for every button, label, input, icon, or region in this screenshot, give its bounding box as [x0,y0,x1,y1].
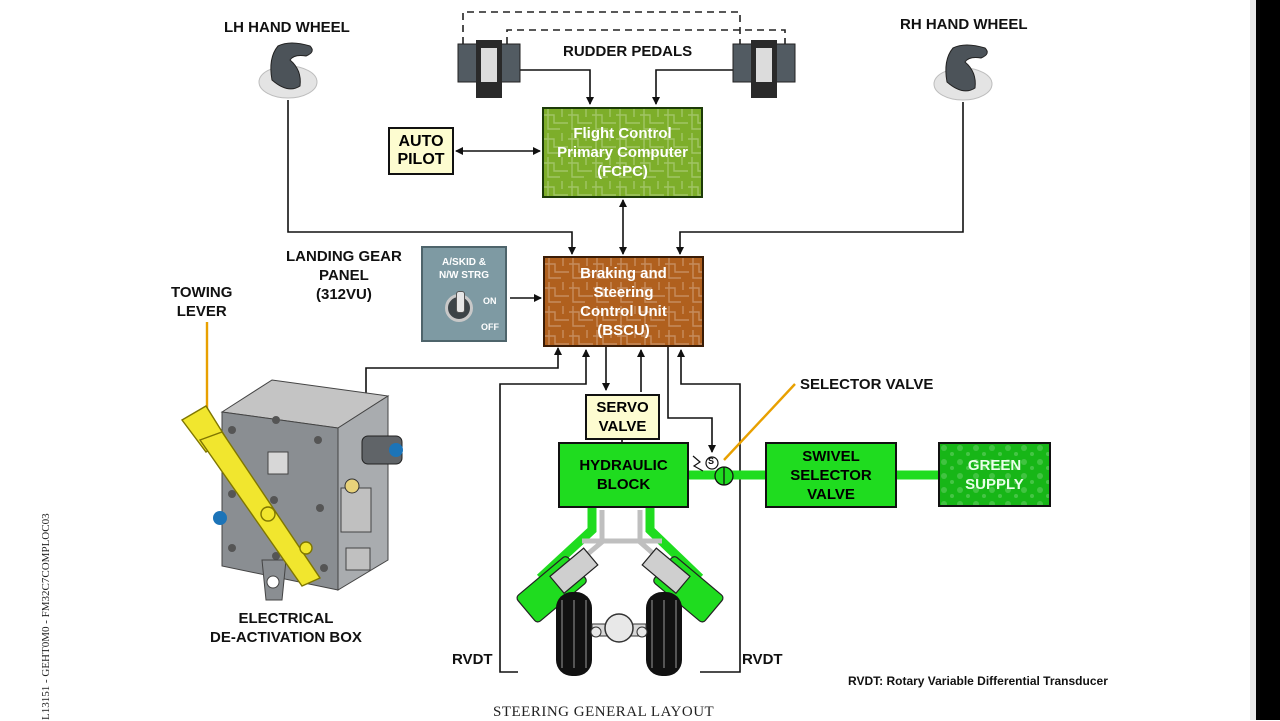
rh-rudder-pedal [732,40,796,98]
toggle-lever-icon [456,291,465,313]
green-supply-box: GREEN SUPPLY [938,442,1051,507]
rvdt-right-label: RVDT [742,651,783,668]
leader-lines [205,322,796,461]
bscu-label: Braking and Steering Control Unit (BSCU) [580,264,667,339]
viewer-border [1256,0,1280,720]
steering-toggle-switch[interactable] [445,291,473,322]
autopilot-label: AUTO PILOT [397,133,445,168]
rudder-pedals-label: RUDDER PEDALS [563,43,693,60]
rh-wheel-to-bscu [676,102,964,255]
rh-hand-wheel [933,44,993,101]
lh-hand-wheel-label: LH HAND WHEEL [224,19,350,36]
deactivation-box-to-bscu [365,347,562,398]
rh-pedal-to-fcpc [652,69,733,105]
rvdt-footnote: RVDT: Rotary Variable Differential Trans… [848,674,1108,688]
swivel-selector-valve-box: SWIVEL SELECTOR VALVE [765,442,897,508]
towing-lever-label: TOWING LEVER [171,284,233,320]
selector-valve-symbol [692,455,734,486]
rvdt-right-loop [677,349,741,673]
fcpc-label: Flight Control Primary Computer (FCPC) [557,125,688,180]
bscu-to-selector [667,346,716,453]
selector-valve-mark: S [708,456,715,466]
lh-pedal-to-fcpc [520,69,594,105]
switch-panel-title: A/SKID & N/W STRG [439,257,489,281]
switch-off-label: OFF [481,322,499,332]
bscu-box: Braking and Steering Control Unit (BSCU) [543,256,704,347]
swivel-selector-valve-label: SWIVEL SELECTOR VALVE [790,447,872,503]
electrical-deactivation-box [213,379,403,601]
diagram-caption: STEERING GENERAL LAYOUT [493,704,715,720]
hydraulic-block-label: HYDRAULIC BLOCK [579,457,668,493]
electrical-deactivation-box-label: ELECTRICAL DE-ACTIVATION BOX [210,610,362,646]
side-reference-code: L13151 - GEHT0M0 - FM32C7COMPLOC03 [40,513,52,720]
lh-rudder-pedal [457,40,521,98]
pedal-linkage [462,11,786,44]
lh-wheel-to-bscu [287,100,576,255]
autopilot-box: AUTO PILOT [388,127,454,175]
nose-wheel-assembly [516,547,724,676]
fcpc-box: Flight Control Primary Computer (FCPC) [542,107,703,198]
landing-gear-switch-panel: A/SKID & N/W STRG ON OFF [421,246,507,342]
rvdt-left-loop [499,349,590,673]
hydraulic-block-box: HYDRAULIC BLOCK [558,442,689,508]
switch-on-label: ON [483,296,497,306]
rvdt-left-label: RVDT [452,651,493,668]
selector-valve-label: SELECTOR VALVE [800,376,934,393]
servo-valve-label: SERVO VALVE [596,399,649,435]
signal-lines [287,69,964,673]
servo-valve-box: SERVO VALVE [585,394,660,440]
green-supply-label: GREEN SUPPLY [965,456,1024,493]
page-edge [1250,0,1256,720]
lh-hand-wheel [258,42,318,99]
towing-lever [180,405,322,587]
landing-gear-panel-label: LANDING GEAR PANEL (312VU) [286,248,402,303]
rh-hand-wheel-label: RH HAND WHEEL [900,16,1028,33]
